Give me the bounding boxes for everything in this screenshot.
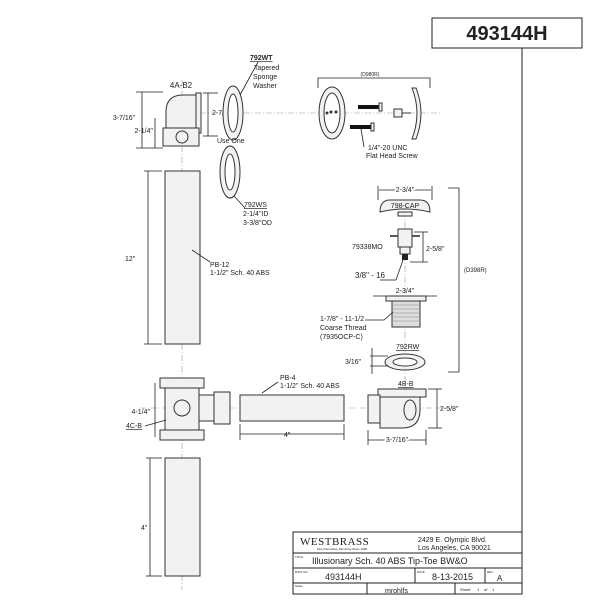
shoe-width-dim: 3-7/16" — [386, 437, 409, 444]
shoe-4b-b: 4B-B 2-5/8" 3-7/16" — [367, 381, 459, 446]
washer-ws-od: 3-3/8"OD — [243, 220, 272, 227]
washer-wt-label: 792WT — [250, 55, 273, 62]
pipe-tail-length: 4" — [141, 525, 148, 532]
washer-ws-label: 792WS — [244, 202, 267, 209]
drawn-by: mrohlfs — [385, 588, 408, 595]
stopper-thread: 3/8" - 16 — [355, 271, 386, 280]
company-tagline: Fine Decorative Plumbing Since 1930 — [317, 547, 368, 551]
body-width-dim: 2-3/4" — [396, 288, 415, 295]
washer-792ws: 792WS 2-1/4"ID 3-3/8"OD — [219, 145, 272, 227]
drawing-date: 8-13-2015 — [432, 572, 473, 582]
revision: A — [497, 574, 503, 583]
cap-label: 798-CAP — [391, 203, 420, 210]
rubber-washer-thickness: 3/16" — [345, 359, 362, 366]
elbow-4a-b2: 4A-B2 3-7/16" 2-1/4" 2-7/8" — [113, 81, 231, 149]
washer-wt-desc2: Sponge — [253, 74, 277, 81]
washer-ws-id: 2-1/4"ID — [243, 211, 268, 218]
drawing-number-box — [431, 17, 583, 49]
sheet-total: 1 — [492, 587, 495, 592]
screw-type: Flat Head Screw — [366, 153, 419, 160]
pipe-short-desc: 1-1/2" Sch. 40 ABS — [280, 383, 340, 390]
cap-width-dim: 2-3/4" — [396, 187, 415, 194]
tee-label: 4C-B — [126, 423, 142, 430]
shoe-height-dim: 2-5/8" — [440, 406, 459, 413]
pipe-long-label: PB-12 — [210, 262, 230, 269]
drawing-number: 493144H — [466, 23, 547, 45]
body-part-number: (7935OCP-C) — [320, 334, 363, 341]
overflow-label: (D980R) — [361, 72, 380, 78]
tee-height-dim: 4-1/4" — [132, 409, 151, 416]
elbow-label: 4A-B2 — [170, 81, 193, 90]
shoe-label: 4B-B — [398, 381, 414, 388]
elbow-inner-dim: 2-1/4" — [135, 128, 154, 135]
use-one-note: Use One — [217, 138, 245, 145]
pipe-long-length: 12" — [125, 256, 136, 263]
pipe-pb-12: 12" PB-12 1-1/2" Sch. 40 ABS — [125, 170, 270, 345]
rev-label: REV — [487, 570, 493, 574]
title-block: WESTBRASS Fine Decorative Plumbing Since… — [292, 531, 523, 595]
dwg-no-label: DWG NO. — [295, 570, 309, 574]
washer-792wt: 792WT Tapered Sponge Washer Use One — [217, 55, 279, 145]
of-label: of — [484, 587, 488, 592]
address-line2: Los Angeles, CA 90021 — [418, 545, 491, 552]
washer-wt-desc1: Tapered — [254, 65, 279, 72]
sheet-number: 1 — [477, 587, 480, 592]
rubber-washer-label: 792RW — [396, 344, 420, 351]
tee-4c-b: 4-1/4" 4C-B — [126, 377, 231, 441]
pipe-short-length: 4" — [284, 432, 291, 439]
screw-spec: 1/4"-20 UNC — [368, 145, 407, 152]
date-label: DATE — [417, 570, 425, 574]
company-logo: WESTBRASS — [300, 536, 369, 548]
dwg-number: 493144H — [325, 572, 362, 582]
drawing-title: Illusionary Sch. 40 ABS Tip-Toe BW&O — [312, 556, 468, 566]
scale-label: Scale — [295, 584, 303, 588]
pipe-pb-4: PB-4 1-1/2" Sch. 40 ABS 4" — [239, 375, 345, 440]
stopper-label: 79338MO — [352, 244, 383, 251]
overflow-d980r: (D980R) 1/4"-20 UNC Flat Head Screw — [317, 72, 431, 160]
elbow-height-dim: 3-7/16" — [113, 115, 136, 122]
pipe-long-desc: 1-1/2" Sch. 40 ABS — [210, 270, 270, 277]
sheet-label: Sheet — [460, 587, 471, 592]
body-thread-type: Coarse Thread — [320, 325, 367, 332]
drain-group-label: (D398R) — [464, 268, 487, 274]
body-thread-spec: 1-7/8" - 11-1/2 — [320, 316, 364, 323]
elbow-flange-dim: 2-7/8" — [212, 110, 231, 117]
address-line1: 2429 E. Olympic Blvd. — [418, 537, 487, 544]
title-label: TITLE — [295, 555, 303, 559]
drain-assembly: 2-3/4" 798-CAP 79338MO 2-5/8" 3/8" - 16 … — [320, 186, 487, 374]
pipe-short-label: PB-4 — [280, 375, 296, 382]
washer-wt-desc3: Washer — [253, 83, 278, 90]
pipe-tail: 4" — [141, 457, 201, 577]
stopper-height-dim: 2-5/8" — [426, 246, 445, 253]
